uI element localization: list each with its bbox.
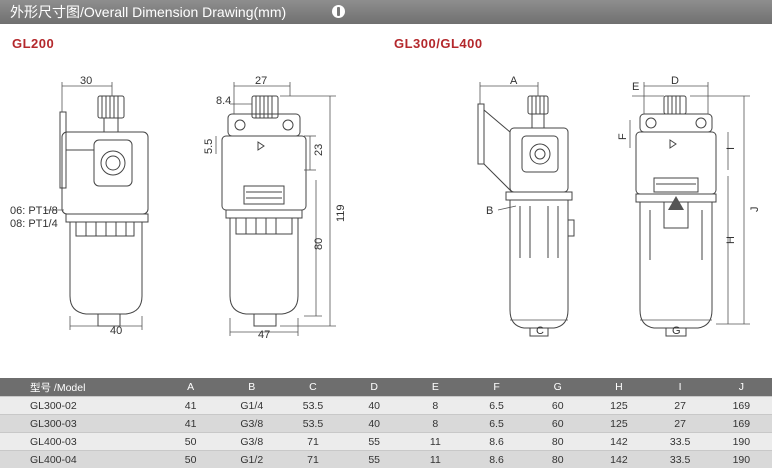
cell-e: 8	[404, 396, 466, 415]
cell-model: GL400-04	[0, 450, 160, 468]
dim-gl200-side-top: 27	[255, 75, 267, 87]
col-d: D	[343, 378, 405, 397]
col-b: B	[221, 378, 283, 397]
dim-label-d: D	[671, 75, 679, 87]
port-08-label: 08: PT1/4	[10, 218, 58, 230]
cell-b: G3/8	[221, 432, 283, 451]
cell-j: 169	[710, 396, 772, 415]
table-row: GL400-03 50 G3/8 71 55 11 8.6 80 142 33.…	[0, 432, 772, 451]
dim-gl200-bottom-side: 47	[258, 329, 270, 341]
table-row: GL400-04 50 G1/2 71 55 11 8.6 80 142 33.…	[0, 450, 772, 468]
gl300-front-view	[477, 95, 575, 337]
dimension-lines	[44, 82, 750, 336]
dim-label-g: G	[672, 325, 681, 337]
cell-h: 125	[588, 414, 650, 433]
cell-e: 8	[404, 414, 466, 433]
col-i: I	[649, 378, 711, 397]
cell-d: 40	[343, 396, 405, 415]
dim-label-h: H	[725, 236, 737, 244]
gl200-side-view	[221, 95, 307, 327]
cell-j: 190	[710, 432, 772, 451]
table-header-row: 型号 /Model A B C D E F G H I J	[0, 378, 772, 397]
dim-label-j: J	[749, 207, 761, 213]
cell-model: GL400-03	[0, 432, 160, 451]
spec-table: 型号 /Model A B C D E F G H I J GL300-02 4…	[0, 378, 772, 468]
col-e: E	[404, 378, 466, 397]
dim-gl200-23: 23	[313, 144, 325, 156]
dimension-drawings: 30 27 8.4 5.5 23 119 80 40 47 06: PT1/8 …	[10, 75, 761, 341]
cell-model: GL300-03	[0, 414, 160, 433]
header-bar: 外形尺寸图/Overall Dimension Drawing(mm)	[0, 0, 772, 24]
cell-b: G1/4	[221, 396, 283, 415]
cell-d: 55	[343, 450, 405, 468]
cell-f: 8.6	[465, 432, 528, 451]
cell-a: 41	[160, 414, 222, 433]
cell-a: 41	[160, 396, 222, 415]
dim-gl200-119: 119	[335, 204, 347, 222]
cell-c: 71	[282, 450, 344, 468]
gl200-front-view	[59, 95, 149, 327]
dim-gl200-top: 30	[80, 75, 92, 87]
cell-b: G3/8	[221, 414, 283, 433]
cell-b: G1/2	[221, 450, 283, 468]
dim-label-i: I	[725, 147, 737, 150]
cell-h: 125	[588, 396, 650, 415]
table-row: GL300-02 41 G1/4 53.5 40 8 6.5 60 125 27…	[0, 396, 772, 415]
cell-h: 142	[588, 450, 650, 468]
cell-i: 27	[649, 414, 711, 433]
cell-d: 55	[343, 432, 405, 451]
dim-label-a: A	[510, 75, 518, 87]
cell-j: 169	[710, 414, 772, 433]
cell-c: 71	[282, 432, 344, 451]
gl300-side-view	[635, 95, 717, 337]
model-title-gl200: GL200	[12, 36, 55, 51]
dim-gl200-bottom-front: 40	[110, 325, 122, 337]
cell-model: GL300-02	[0, 396, 160, 415]
col-f: F	[465, 378, 528, 397]
table-row: GL300-03 41 G3/8 53.5 40 8 6.5 60 125 27…	[0, 414, 772, 433]
model-title-gl300-gl400: GL300/GL400	[394, 36, 483, 51]
cell-g: 80	[527, 432, 589, 451]
info-icon[interactable]	[332, 5, 345, 18]
cell-g: 60	[527, 396, 589, 415]
cell-a: 50	[160, 432, 222, 451]
port-06-label: 06: PT1/8	[10, 205, 58, 217]
col-h: H	[588, 378, 650, 397]
col-a: A	[160, 378, 222, 397]
dim-label-e: E	[632, 81, 639, 93]
cell-h: 142	[588, 432, 650, 451]
dim-gl200-80: 80	[313, 238, 325, 250]
cell-e: 11	[404, 450, 466, 468]
cell-d: 40	[343, 414, 405, 433]
dim-gl200-5-5: 5.5	[203, 139, 215, 154]
col-j: J	[710, 378, 772, 397]
cell-c: 53.5	[282, 414, 344, 433]
cell-i: 33.5	[649, 432, 711, 451]
dim-label-f: F	[617, 133, 629, 140]
dim-label-c: C	[536, 325, 544, 337]
cell-f: 6.5	[465, 396, 528, 415]
cell-f: 8.6	[465, 450, 528, 468]
col-g: G	[527, 378, 589, 397]
cell-a: 50	[160, 450, 222, 468]
page-title: 外形尺寸图/Overall Dimension Drawing(mm)	[10, 4, 287, 20]
cell-i: 33.5	[649, 450, 711, 468]
cell-e: 11	[404, 432, 466, 451]
dim-label-b: B	[486, 205, 493, 217]
col-model: 型号 /Model	[0, 378, 160, 397]
cell-j: 190	[710, 450, 772, 468]
dim-gl200-offset: 8.4	[216, 95, 231, 107]
col-c: C	[282, 378, 344, 397]
cell-g: 60	[527, 414, 589, 433]
cell-f: 6.5	[465, 414, 528, 433]
cell-g: 80	[527, 450, 589, 468]
cell-i: 27	[649, 396, 711, 415]
cell-c: 53.5	[282, 396, 344, 415]
